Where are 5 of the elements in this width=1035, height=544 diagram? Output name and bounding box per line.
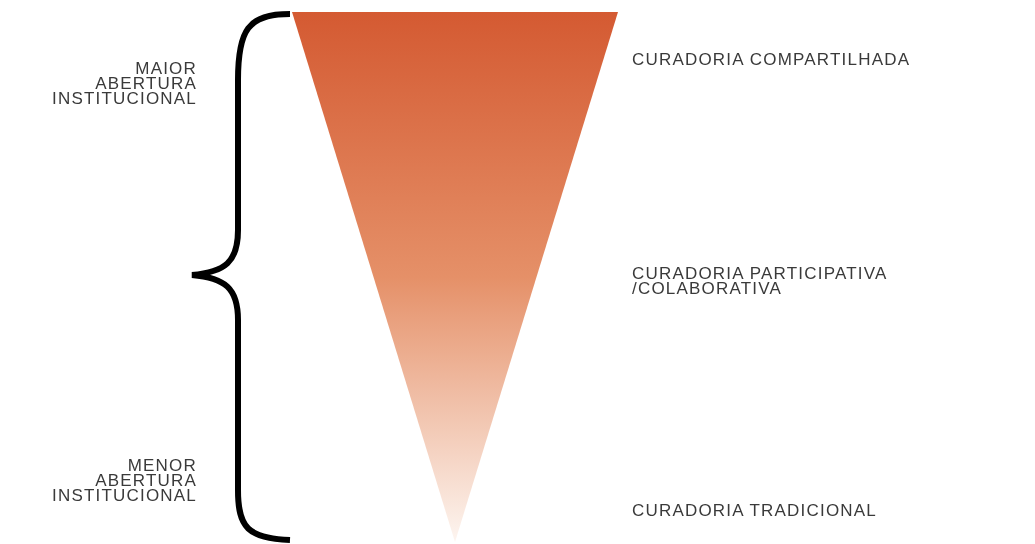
category-label: CURADORIA PARTICIPATIVA /COLABORATIVA [632,266,888,296]
scale-label: MENOR ABERTURA INSTITUCIONAL [52,458,197,503]
category-label: CURADORIA TRADICIONAL [632,503,877,518]
category-label: CURADORIA COMPARTILHADA [632,52,911,67]
scale-label: MAIOR ABERTURA INSTITUCIONAL [52,61,197,106]
